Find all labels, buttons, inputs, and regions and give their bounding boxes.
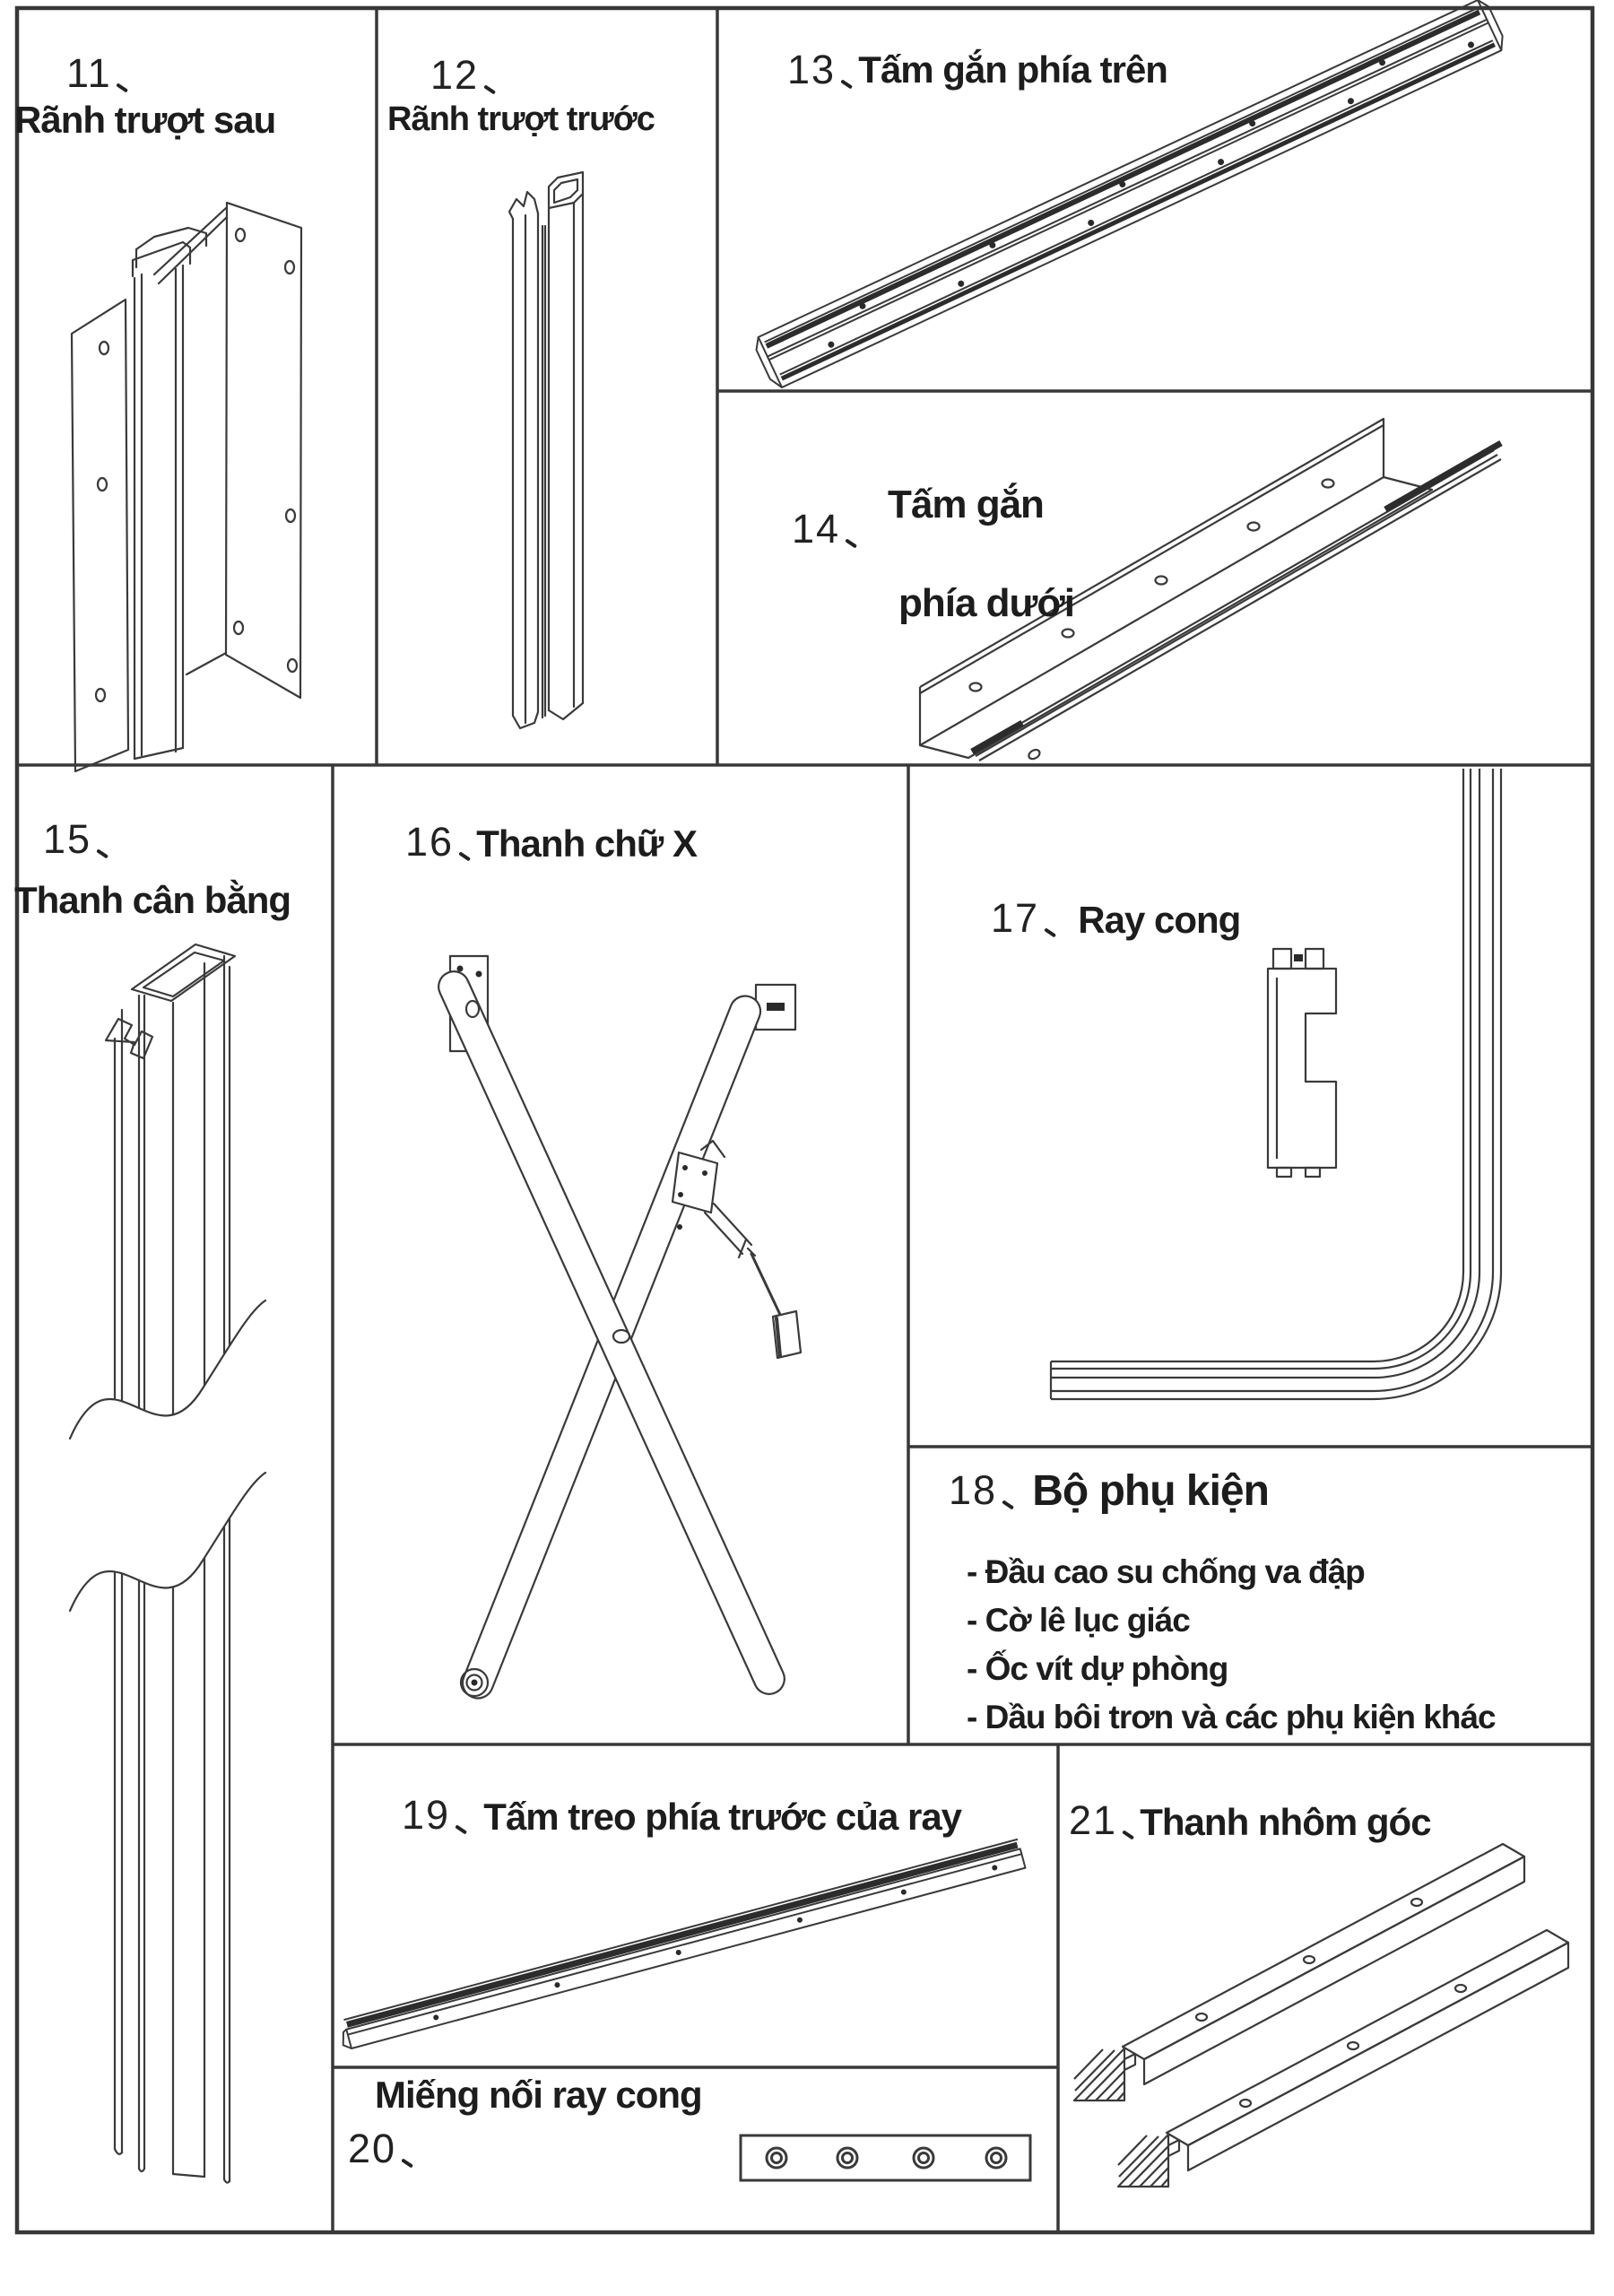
part-19-label: Tấm treo phía trước của ray [483, 1796, 962, 1838]
part-17-number: 17 [991, 897, 1062, 939]
part-15-label: Thanh cân bằng [14, 879, 291, 921]
grid-lines [14, 5, 1595, 2235]
part-20-label: Miếng nối ray cong [375, 2074, 703, 2116]
part-17-label: Ray cong [1078, 899, 1241, 941]
part-12-number: 12 [430, 54, 501, 96]
part-17-header: 17 Ray cong [991, 897, 1241, 941]
part-11-label: Rãnh trượt sau [14, 99, 276, 141]
part-16-header: 16 Thanh chữ X [405, 821, 698, 865]
part-18-item: - Cờ lê lục giác [967, 1602, 1191, 1639]
part-17-drawing [1049, 769, 1503, 1401]
part-13-drawing [755, 0, 1504, 388]
part-20-drawing [739, 2134, 1032, 2182]
part-21-header: 21 Thanh nhôm góc [1069, 1799, 1432, 1843]
part-18-item: - Ốc vít dự phòng [967, 1650, 1228, 1687]
part-21-label: Thanh nhôm góc [1140, 1801, 1431, 1843]
part-18-number: 18 [949, 1469, 1020, 1511]
part-16-number: 16 [405, 821, 476, 863]
part-11-number: 11 [66, 52, 134, 94]
part-13-number: 13 [787, 48, 858, 91]
part-19-drawing [342, 1838, 1027, 2049]
part-13-header: 13 Tấm gắn phía trên [787, 48, 1168, 91]
part-18-header: 18 Bộ phụ kiện [949, 1467, 1270, 1515]
part-18-item: - Đầu cao su chống va đập [967, 1553, 1366, 1590]
part-21-drawing [1072, 1842, 1570, 2188]
part-14-label-line2: phía dưới [898, 581, 1075, 625]
part-14-label-line1: Tấm gắn [888, 483, 1045, 526]
part-14-number: 14 [792, 508, 863, 550]
part-18-item: - Dầu bôi trơn và các phụ kiện khác [967, 1699, 1497, 1735]
part-16-label: Thanh chữ X [476, 822, 698, 865]
part-18-items: - Đầu cao su chống va đập - Cờ lê lục gi… [967, 1548, 1497, 1742]
part-15-number: 15 [43, 818, 114, 860]
part-21-number: 21 [1069, 1799, 1140, 1841]
part-12-label: Rãnh trượt trước [387, 100, 655, 138]
part-19-header: 19 Tấm treo phía trước của ray [402, 1794, 962, 1838]
part-15-drawing [68, 943, 267, 2184]
part-13-label: Tấm gắn phía trên [858, 48, 1168, 91]
part-14-drawing [918, 417, 1503, 761]
part-18-label: Bộ phụ kiện [1032, 1467, 1270, 1515]
part-11-drawing [70, 201, 303, 773]
part-16-drawing [438, 954, 803, 1700]
part-19-number: 19 [402, 1794, 473, 1836]
part-12-drawing [508, 170, 585, 730]
part-20-number: 20 [348, 2127, 419, 2170]
